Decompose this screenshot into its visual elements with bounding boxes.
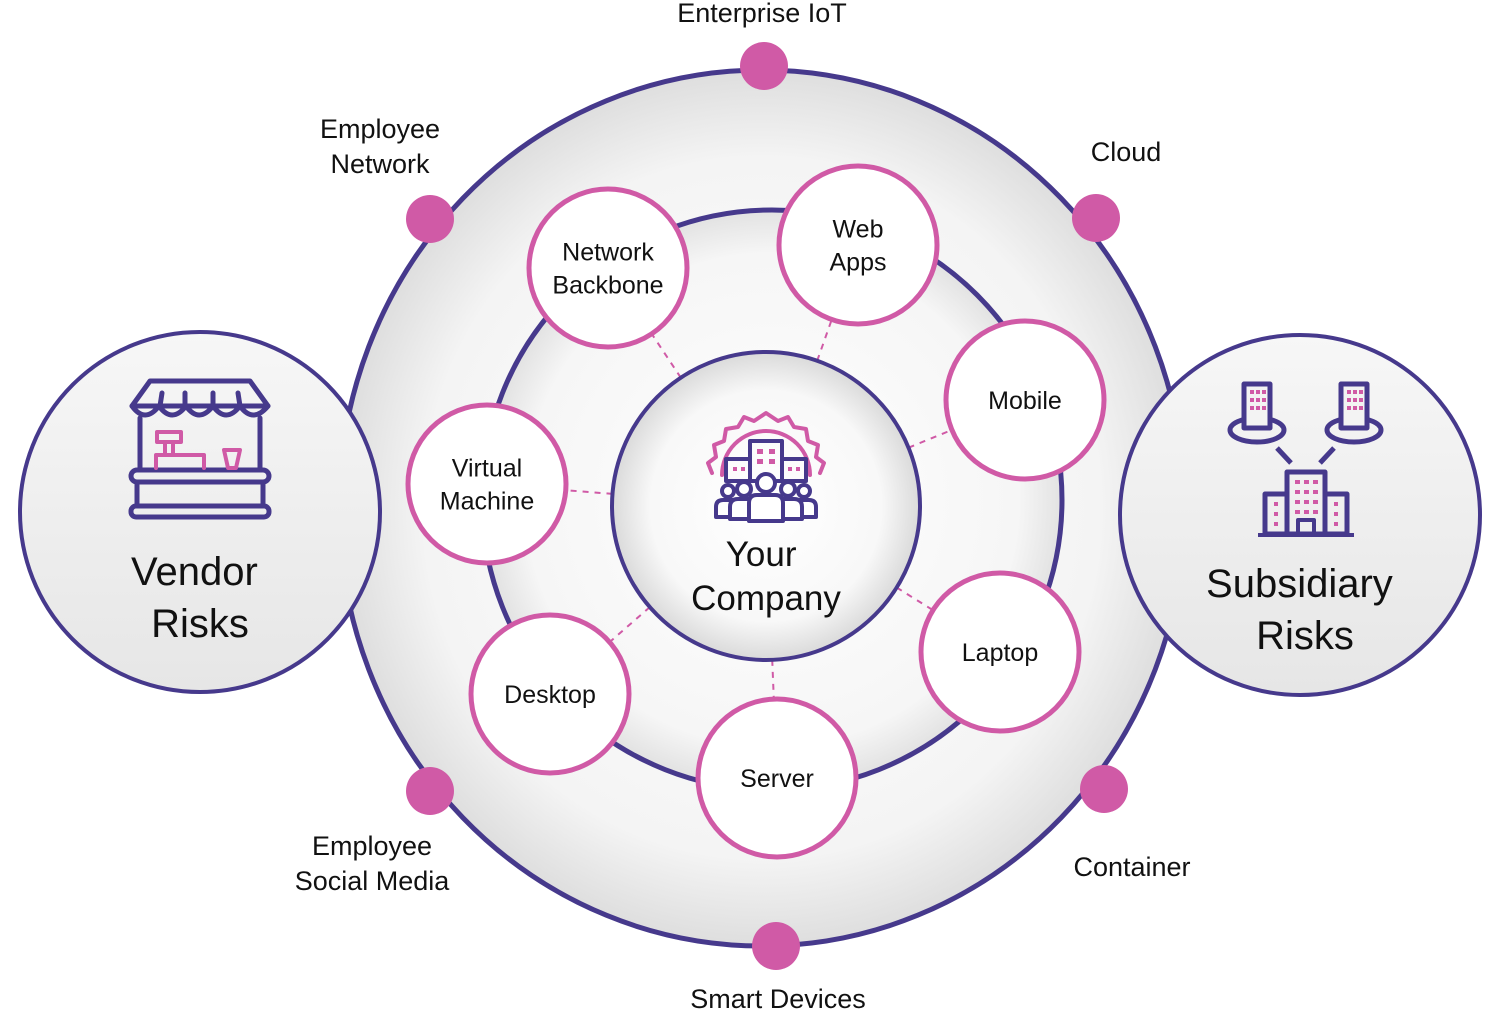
outer-dot[interactable] — [752, 922, 800, 970]
outer-label: Container — [1073, 852, 1190, 882]
connectors — [565, 319, 953, 700]
node-desktop[interactable]: Desktop — [468, 612, 632, 776]
center-label: Your Company — [691, 535, 841, 618]
outer-dot[interactable] — [406, 195, 454, 243]
node-mobile[interactable]: Mobile — [943, 318, 1107, 482]
vendor-risks-label: Vendor Risks — [131, 550, 269, 646]
connector-virtual-machine — [565, 489, 613, 495]
node-label: Desktop — [504, 681, 596, 709]
subsidiary-risks-label: Subsidiary Risks — [1206, 562, 1404, 658]
outer-label: Cloud — [1091, 137, 1162, 167]
company-gear-people-icon — [706, 411, 826, 523]
outer-dot[interactable] — [1080, 765, 1128, 813]
market-stall-icon — [128, 378, 272, 520]
node-label: Server — [740, 765, 814, 793]
outer-point-container[interactable]: Container — [1073, 765, 1191, 882]
node-label: Laptop — [962, 639, 1038, 667]
connector-web-apps — [816, 319, 833, 362]
connector-desktop — [608, 606, 651, 643]
node-server[interactable]: Server — [695, 696, 859, 860]
node-laptop[interactable]: Laptop — [918, 570, 1082, 734]
node-label: Mobile — [988, 387, 1062, 415]
subsidiary-risks-circle[interactable]: Subsidiary Risks — [1118, 333, 1482, 697]
outer-point-enterprise-iot[interactable]: Enterprise IoT — [677, 0, 847, 90]
outer-dot[interactable] — [1072, 194, 1120, 242]
outer-point-smart-devices[interactable]: Smart Devices — [690, 922, 866, 1010]
connector-mobile — [908, 428, 953, 449]
vendor-risks-circle[interactable]: Vendor Risks — [18, 330, 382, 694]
subsidiary-buildings-icon — [1227, 381, 1384, 537]
outer-dot[interactable] — [406, 767, 454, 815]
outer-label: Enterprise IoT — [677, 0, 847, 28]
outer-dot[interactable] — [740, 42, 788, 90]
outer-point-cloud[interactable]: Cloud — [1072, 137, 1161, 242]
connector-network-backbone — [650, 333, 682, 379]
outer-label: Smart Devices — [690, 984, 866, 1010]
